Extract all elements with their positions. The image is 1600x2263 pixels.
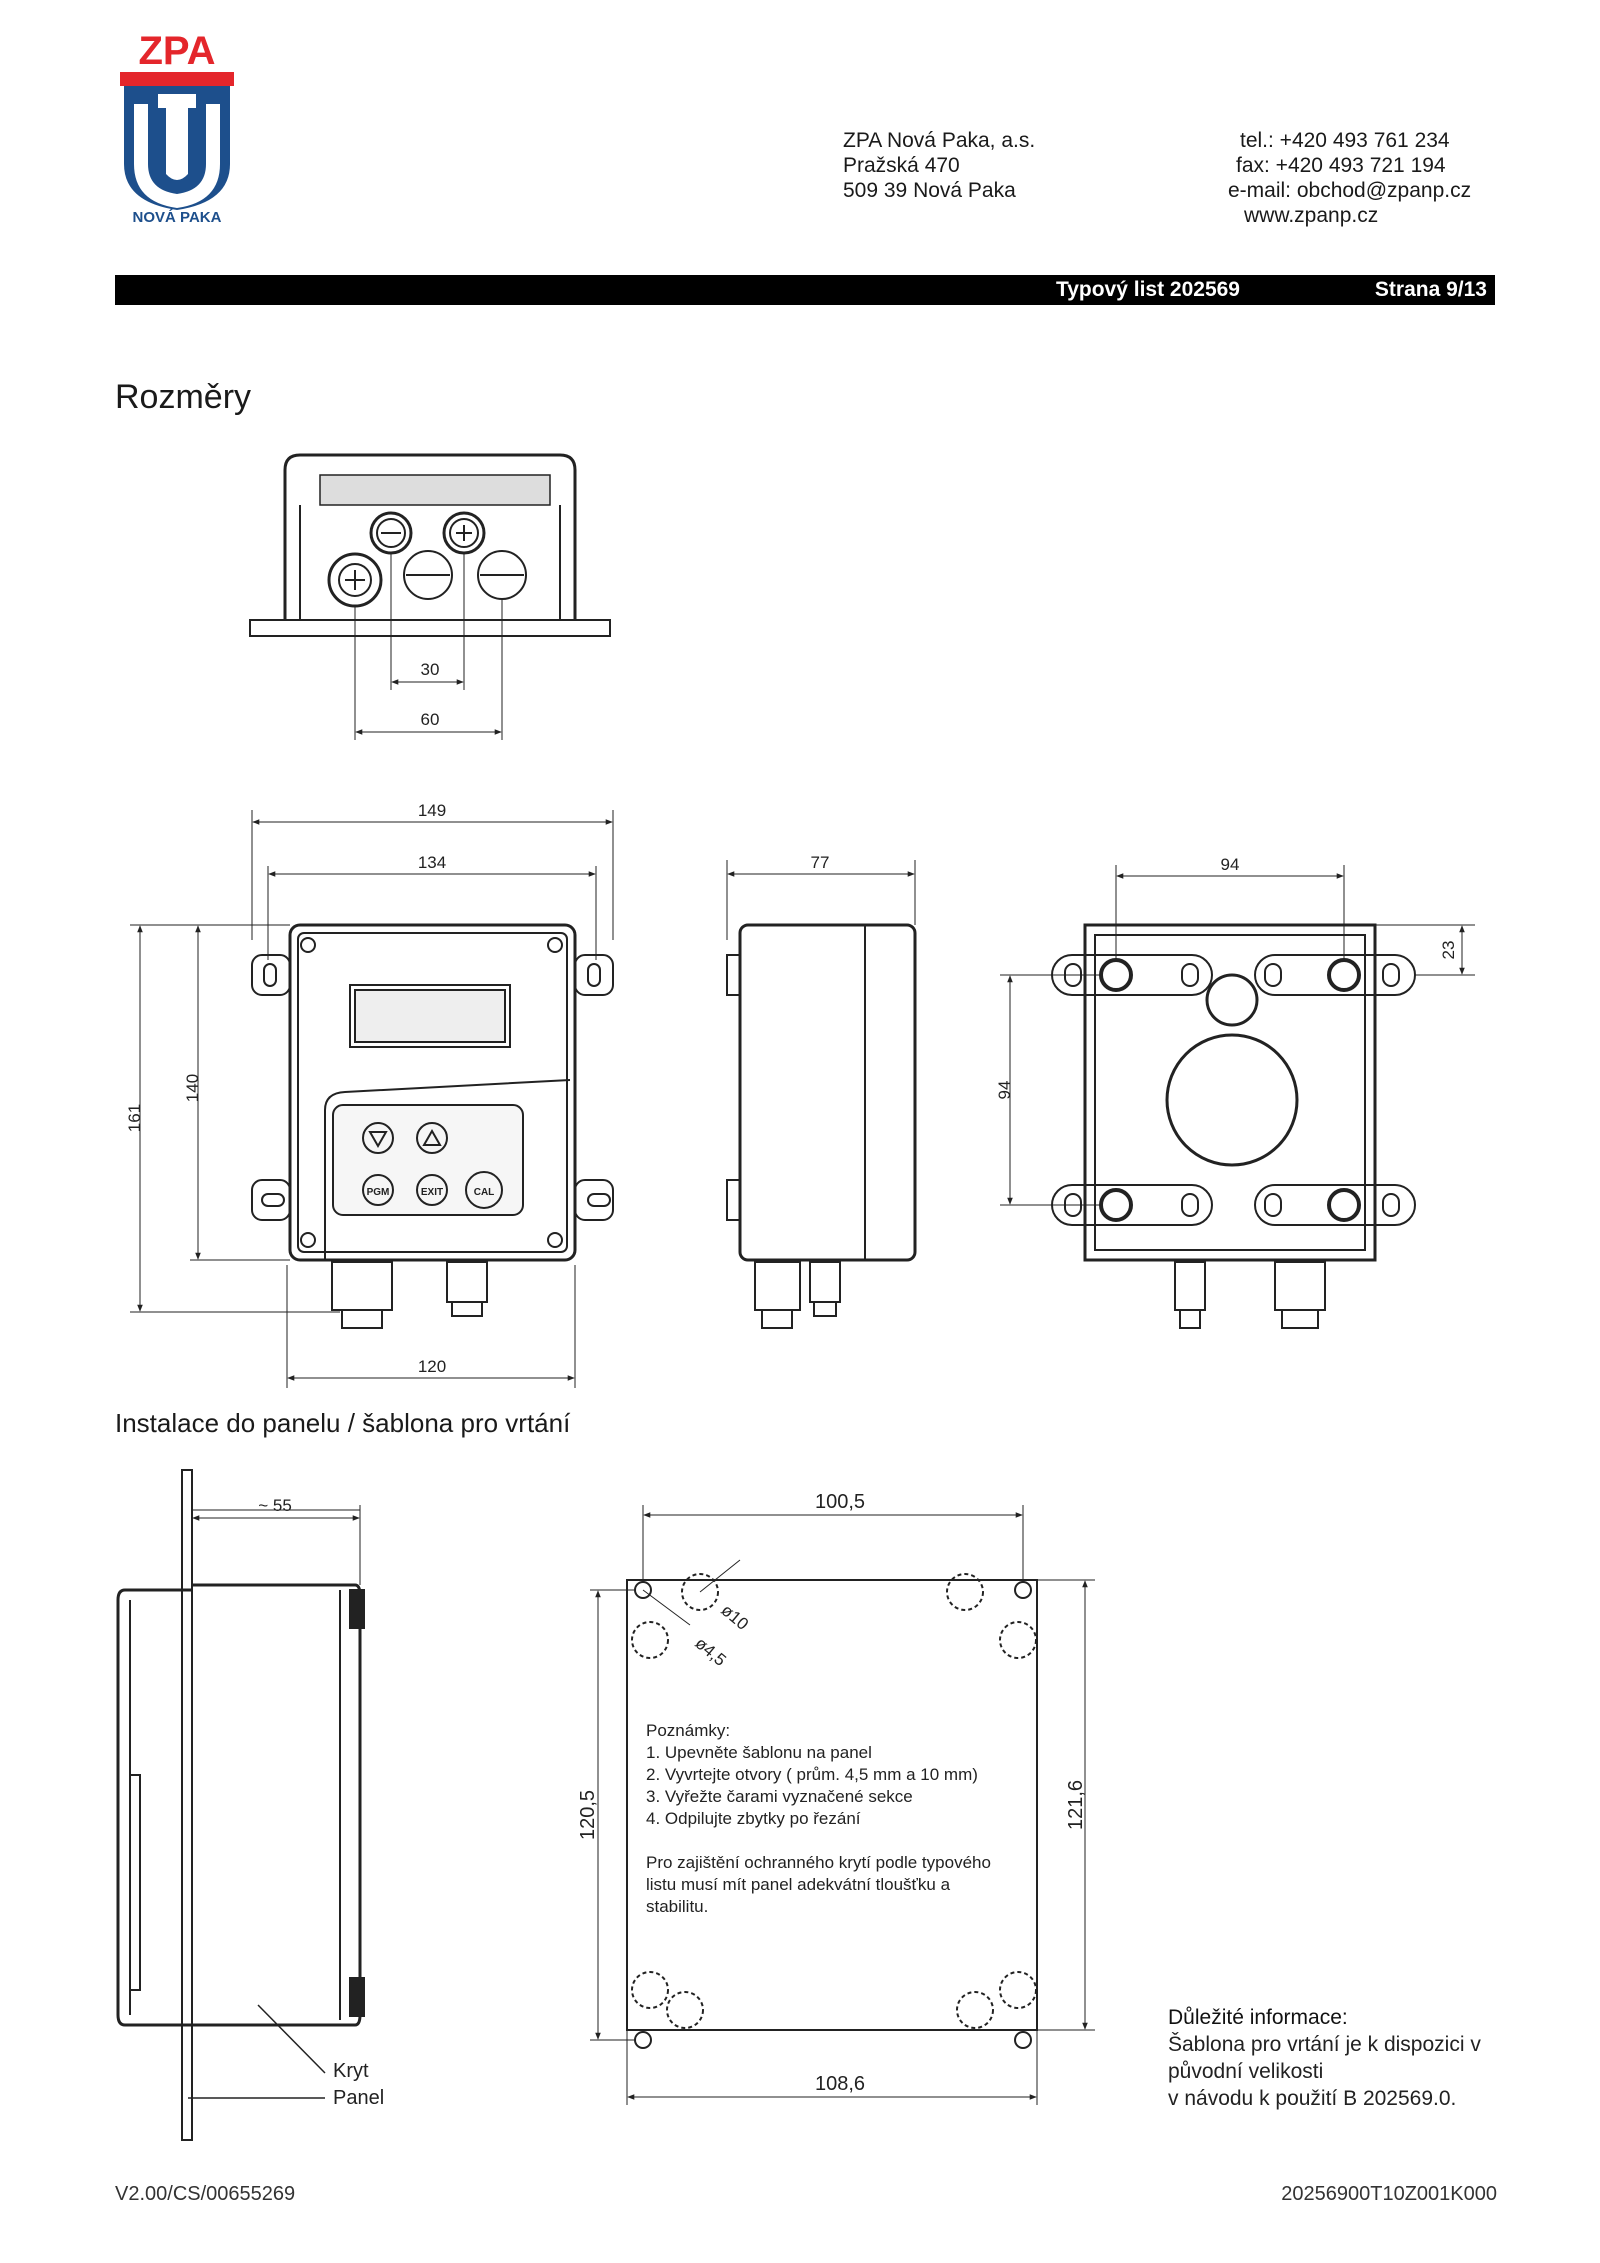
notes-spacer (646, 1830, 991, 1852)
dim-30: 30 (421, 660, 440, 679)
company-name: ZPA Nová Paka, a.s. (843, 129, 1036, 152)
installation-heading: Instalace do panelu / šablona pro vrtání (115, 1408, 571, 1438)
dim-121-6: 121,6 (1065, 1780, 1087, 1830)
installation-notes: Poznámky: 1. Upevněte šablonu na panel 2… (646, 1720, 991, 1918)
dim-120: 120 (418, 1357, 446, 1376)
contact-phone: tel.: +420 493 761 234 (1240, 129, 1450, 152)
dim-55: ~ 55 (258, 1496, 292, 1515)
side-view-drawing (726, 860, 917, 1329)
dim-120-5: 120,5 (577, 1790, 599, 1840)
dim-23: 23 (1439, 941, 1458, 960)
dim-60: 60 (421, 710, 440, 729)
cover-label: Kryt (333, 2060, 369, 2082)
logo-place-text: NOVÁ PAKA (133, 209, 222, 224)
dimensions-heading: Rozměry (115, 378, 252, 416)
dim-dia-4-5: ø4,5 (691, 1634, 729, 1670)
note-protection-line-1: Pro zajištění ochranného krytí podle typ… (646, 1853, 991, 1872)
dim-161: 161 (125, 1104, 144, 1132)
contact-website[interactable]: www.zpanp.cz (1244, 204, 1379, 227)
dim-100-5: 100,5 (815, 1491, 865, 1513)
important-info: Důležité informace: Šablona pro vrtání j… (1168, 2004, 1481, 2112)
dim-94-vertical: 94 (995, 1081, 1014, 1100)
company-street: Pražská 470 (843, 154, 960, 177)
company-contacts: tel.: +420 493 761 234 fax: +420 493 721… (1228, 128, 1471, 228)
dim-94-horizontal: 94 (1221, 855, 1240, 874)
note-step-1: 1. Upevněte šablonu na panel (646, 1743, 872, 1762)
panel-mount-drawing (116, 1469, 365, 2141)
note-step-3: 3. Vyřežte čarami vyznačené sekce (646, 1787, 913, 1806)
dim-77: 77 (811, 853, 830, 872)
document-title: Typový list 202569 (1055, 278, 1240, 301)
drilling-template-drawing (590, 1505, 1095, 2105)
top-view-drawing (249, 453, 611, 740)
notes-title: Poznámky: (646, 1721, 731, 1740)
important-line-3: v návodu k použití B 202569.0. (1168, 2087, 1457, 2110)
logo-brand-text: ZPA (138, 29, 215, 73)
important-title: Důležité informace: (1168, 2006, 1348, 2029)
exit-button-label: EXIT (421, 1187, 443, 1198)
cal-button-label: CAL (474, 1187, 495, 1198)
back-view-drawing (1000, 865, 1475, 1329)
page-number: Strana 9/13 (1374, 278, 1487, 301)
note-step-4: 4. Odpilujte zbytky po řezání (646, 1809, 861, 1828)
contact-email[interactable]: e-mail: obchod@zpanp.cz (1228, 179, 1472, 202)
document-title-bar: Typový list 202569 Strana 9/13 (115, 275, 1495, 305)
note-protection-line-2: listu musí mít panel adekvátní tloušťku … (646, 1875, 951, 1894)
dim-dia-10: ø10 (717, 1601, 752, 1634)
company-address: ZPA Nová Paka, a.s. Pražská 470 509 39 N… (843, 128, 1035, 203)
note-step-2: 2. Vyvrtejte otvory ( prům. 4,5 mm a 10 … (646, 1765, 978, 1784)
front-view-drawing (130, 810, 614, 1388)
dim-140: 140 (183, 1074, 202, 1102)
footer-version: V2.00/CS/00655269 (115, 2183, 296, 2205)
important-line-2: původní velikosti (1168, 2060, 1324, 2083)
note-protection-line-3: stabilitu. (646, 1897, 709, 1916)
contact-fax: fax: +420 493 721 194 (1236, 154, 1446, 177)
dim-149: 149 (418, 801, 446, 820)
footer-document-code: 20256900T10Z001K000 (1281, 2183, 1497, 2205)
panel-label: Panel (333, 2087, 384, 2109)
dim-134: 134 (418, 853, 446, 872)
important-line-1: Šablona pro vrtání je k dispozici v (1168, 2033, 1481, 2056)
company-logo: ZPA NOVÁ PAKA (118, 24, 236, 226)
dim-108-6: 108,6 (815, 2073, 865, 2095)
company-city: 509 39 Nová Paka (843, 179, 1016, 202)
pgm-button-label: PGM (367, 1187, 390, 1198)
